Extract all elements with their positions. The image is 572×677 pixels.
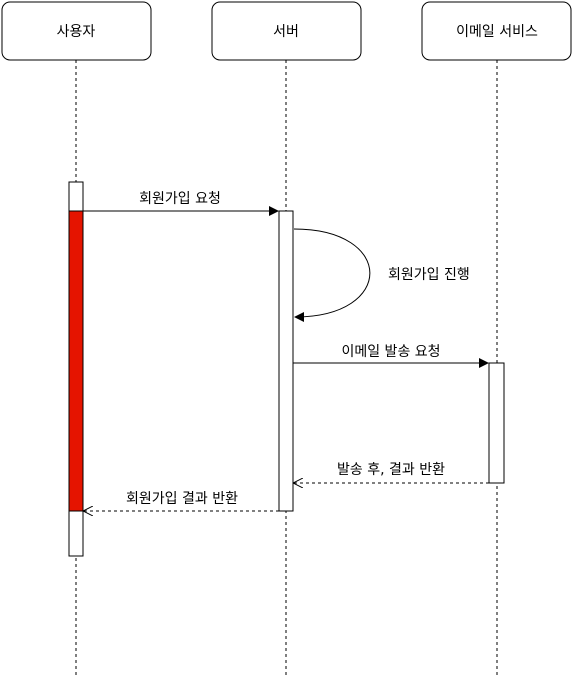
participant-email-label: 이메일 서비스 (456, 24, 538, 40)
participant-server[interactable]: 서버 (211, 1, 362, 61)
message-signup-process-arrow[interactable] (293, 228, 371, 322)
message-signup-request-label: 회원가입 요청 (139, 191, 221, 207)
message-email-send-request-label: 이메일 발송 요청 (341, 344, 440, 360)
message-signup-result-label: 회원가입 결과 반환 (126, 491, 238, 507)
message-signup-process-label: 회원가입 진행 (388, 267, 470, 283)
participant-server-label: 서버 (273, 24, 299, 40)
participant-user[interactable]: 사용자 (1, 1, 152, 61)
activation-email[interactable] (488, 362, 505, 484)
activation-user-highlight (68, 210, 84, 512)
participant-user-label: 사용자 (57, 24, 96, 40)
participant-email[interactable]: 이메일 서비스 (421, 1, 572, 61)
message-email-send-result-label: 발송 후, 결과 반환 (337, 462, 445, 478)
activation-server[interactable] (278, 210, 294, 512)
